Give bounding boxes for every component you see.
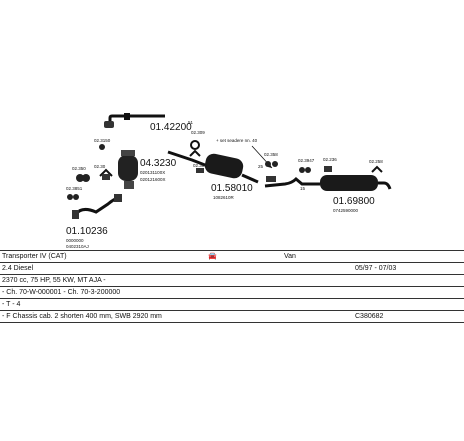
middle-silencer-part: [167, 150, 259, 184]
info-row: - F Chassis cab. 2 shorten 400 mm, SWB 2…: [0, 311, 464, 323]
part-sub-label: 0000000: [66, 238, 84, 243]
hanger-icon: [324, 166, 332, 172]
catalogue-code: C380682: [355, 313, 384, 320]
car-icon: 🚘: [208, 253, 217, 260]
clip-label: 02.358: [264, 152, 278, 157]
info-row: Transporter IV (CAT) 🚘 Van: [0, 250, 464, 263]
ref-label: 15: [300, 186, 306, 191]
clamp-icon: [99, 168, 113, 180]
part-label-01-10236: 01.10236: [66, 226, 108, 237]
part-label-01-69800: 01.69800: [333, 196, 375, 207]
tailpipe-top-part: [104, 113, 165, 128]
part-label-04-3230: 04.3230: [140, 158, 177, 169]
part-sub-label: 020121600X: [140, 177, 166, 182]
info-row: 2.4 Diesel 05/97 - 07/03: [0, 263, 464, 275]
production-dates: 05/97 - 07/03: [355, 265, 397, 272]
info-row: 2370 cc, 75 HP, 55 KW, MT AJA -: [0, 275, 464, 287]
part-label-01-58010: 01.58010: [211, 183, 253, 194]
clip-label: 02.258: [369, 159, 383, 164]
clamp-icon: [76, 174, 90, 182]
part-label-01-42200: 01.42200: [150, 122, 192, 133]
hanger-icon: [299, 167, 311, 173]
clip-label: 02.3947: [298, 158, 315, 163]
front-pipe-part: [72, 194, 122, 219]
info-row: - Ch. 70-W-000001 - Ch. 70-3-200000: [0, 287, 464, 299]
part-sub-label: 0742590000: [333, 208, 359, 213]
ref-label: 51: [188, 120, 194, 125]
clip-label: 02.236: [323, 157, 337, 162]
hanger-icon: [265, 161, 278, 182]
model-name: Transporter IV (CAT): [2, 253, 67, 260]
clip-label: 02.3150: [94, 138, 111, 143]
part-sub-label: 020131100X: [140, 170, 165, 175]
vehicle-info-table: Transporter IV (CAT) 🚘 Van 2.4 Diesel 05…: [0, 250, 464, 323]
catalyst-part: [118, 150, 138, 189]
gasket-icon: [189, 140, 201, 157]
chassis-range: - Ch. 70-W-000001 - Ch. 70-3-200000: [2, 289, 121, 296]
ref-label: 25: [258, 164, 264, 169]
assembly-note: + set seadere nn. 40: [216, 138, 258, 143]
model-code: - T - 4: [2, 301, 21, 308]
engine-type: 2.4 Diesel: [2, 265, 34, 272]
clip-label: 02.309: [191, 130, 205, 135]
clip-label: 02.3851: [66, 186, 83, 191]
exhaust-parts-diagram: 01.42200 04.3230 020131100X 020121600X 0…: [66, 113, 392, 249]
part-sub-label: 0402310AJ: [66, 244, 89, 249]
clip-label: 02.30: [94, 164, 106, 169]
clip-label: 02.350: [72, 166, 86, 171]
hanger-icon: [371, 165, 383, 173]
clamp-icon: [67, 194, 79, 200]
rear-silencer-part: [264, 175, 392, 191]
engine-spec: 2370 cc, 75 HP, 55 KW, MT AJA -: [2, 277, 106, 284]
info-row: - T - 4: [0, 299, 464, 311]
body-type: Van: [284, 253, 296, 260]
clamp-icon: [99, 144, 105, 150]
clip-label: 02.300: [193, 163, 207, 168]
part-sub-label: 1082610R: [213, 195, 235, 200]
variant-description: - F Chassis cab. 2 shorten 400 mm, SWB 2…: [2, 313, 162, 320]
clamp-icon: [196, 168, 204, 173]
